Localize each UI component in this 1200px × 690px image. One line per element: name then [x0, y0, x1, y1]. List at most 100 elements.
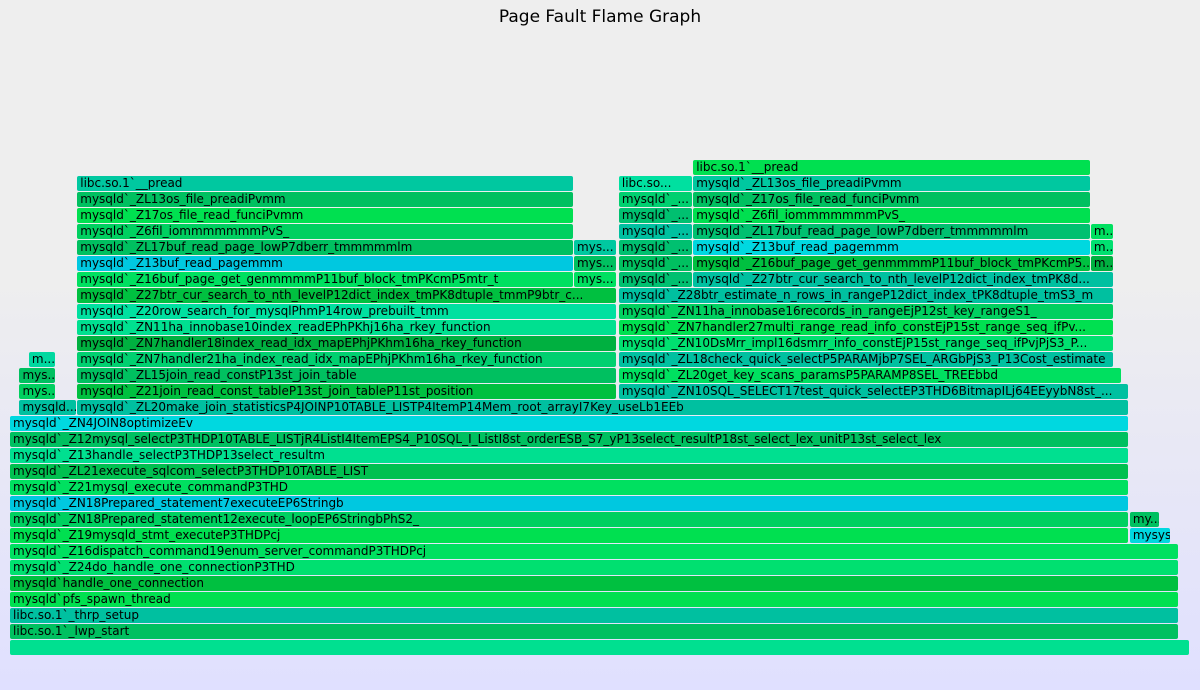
flame-frame[interactable]: mys...: [19, 384, 56, 399]
flame-frame[interactable]: my...: [1129, 512, 1160, 527]
flame-frame[interactable]: mysqld`_Z13buf_read_pagemmm: [77, 256, 574, 271]
flame-frame[interactable]: libc.so.1`_lwp_start: [10, 624, 1179, 639]
flame-frame[interactable]: m...: [1090, 256, 1114, 271]
flame-frame[interactable]: mys...: [19, 368, 56, 383]
flame-frame[interactable]: mysqld`_Z27btr_cur_search_to_nth_levelP1…: [77, 288, 616, 303]
flame-frame[interactable]: mysqld`_Z17os_file_read_funciPvmm: [77, 208, 574, 223]
flame-frame[interactable]: mysqld`_Z24do_handle_one_connectionP3THD: [10, 560, 1179, 575]
flame-frame-label: mysqld`_ZN11ha_innobase16records_in_rang…: [621, 304, 1037, 318]
flame-frame[interactable]: mysqld`_ZL17buf_read_page_lowP7dberr_tmm…: [77, 240, 574, 255]
flame-frame-label: libc.so.1`__pread: [696, 160, 799, 174]
flame-frame[interactable]: mysqld`_ZL17buf_read_page_lowP7dberr_tmm…: [693, 224, 1090, 239]
flame-frame-label: mysqld`_ZL21execute_sqlcom_selectP3THDP1…: [13, 464, 369, 478]
flame-frame-label: mys...: [22, 368, 56, 382]
flame-frame[interactable]: mysqld`_Z16dispatch_command19enum_server…: [10, 544, 1179, 559]
flame-frame[interactable]: mys...: [574, 272, 616, 287]
flame-frame-label: mys...: [577, 240, 614, 254]
flame-frame[interactable]: mysqld`_...: [618, 240, 693, 255]
chart-title: Page Fault Flame Graph: [498, 7, 702, 27]
flame-frame[interactable]: mysqld`_ZN7handler21ha_index_read_idx_ma…: [77, 352, 616, 367]
flame-frame-label: mysqld`_Z27btr_cur_search_to_nth_levelP1…: [80, 288, 584, 302]
flame-frame[interactable]: mysqld`_ZN11ha_innobase10index_readEPhPK…: [77, 320, 616, 335]
flame-frame[interactable]: m...: [1090, 240, 1114, 255]
flame-frame[interactable]: mysqld`_...: [618, 256, 693, 271]
flame-frame[interactable]: mysqld`_ZN7handler27multi_range_read_inf…: [618, 320, 1114, 335]
flame-frame[interactable]: m...: [28, 352, 55, 367]
flame-frame-label: mysqld`_...: [621, 256, 689, 270]
flame-frame[interactable]: mysqld`_ZN18Prepared_statement7executeEP…: [10, 496, 1128, 511]
flame-frame[interactable]: mysqld`_Z20row_search_for_mysqlPhmP14row…: [77, 304, 616, 319]
flame-frame[interactable]: mysqld`_...: [618, 192, 693, 207]
flame-frame[interactable]: mysqld`_Z16buf_page_get_genmmmmP11buf_bl…: [77, 272, 574, 287]
flame-frame[interactable]: mysqld`handle_one_connection: [10, 576, 1179, 591]
flame-frame[interactable]: mysqld`_Z21mysql_execute_commandP3THD: [10, 480, 1128, 495]
flame-frame[interactable]: mys...: [574, 240, 616, 255]
flame-frame[interactable]: [10, 640, 1189, 655]
flame-frame-label: libc.so...: [621, 176, 672, 190]
flame-frame-label: mysqld`_ZN4JOIN8optimizeEv: [13, 416, 193, 430]
flame-frame[interactable]: mysqld`_ZN10SQL_SELECT17test_quick_selec…: [618, 384, 1128, 399]
flame-frame-label: mysqld`_ZN11ha_innobase10index_readEPhPK…: [80, 320, 491, 334]
flame-frame-label: mysqld`_Z17os_file_read_funciPvmm: [696, 192, 920, 206]
flame-frame[interactable]: mysqld`_ZL13os_file_preadiPvmm: [77, 192, 574, 207]
flame-frame[interactable]: mysqld`_ZN11ha_innobase16records_in_rang…: [618, 304, 1114, 319]
flame-frame-label: mysys...: [1132, 528, 1171, 542]
flame-frame-label: my...: [1132, 512, 1160, 526]
flame-frame[interactable]: mysqld`_Z6fil_iommmmmmmPvS_: [693, 208, 1090, 223]
flame-frame-label: m...: [31, 352, 55, 366]
flame-frame-label: mysqld`_ZL20get_key_scans_paramsP5PARAMP…: [621, 368, 999, 382]
flame-frame[interactable]: mysqld`_ZL20make_join_statisticsP4JOINP1…: [77, 400, 1128, 415]
flame-frame[interactable]: mysqld`_Z17os_file_read_funciPvmm: [693, 192, 1090, 207]
flame-frame[interactable]: mysqld`_Z21join_read_const_tableP13st_jo…: [77, 384, 616, 399]
flame-frame-label: mysqld`_...: [621, 208, 689, 222]
flame-frame[interactable]: mysqld`_Z27btr_cur_search_to_nth_levelP1…: [693, 272, 1114, 287]
flame-frame[interactable]: mysqld`_ZN7handler18index_read_idx_mapEP…: [77, 336, 616, 351]
flame-frame-label: mysqld`_Z16buf_page_get_genmmmmP11buf_bl…: [80, 272, 499, 286]
flame-frame-label: mys...: [577, 256, 614, 270]
flame-frame[interactable]: mysqld`_...: [618, 272, 693, 287]
flame-frame[interactable]: mysqld`_...: [618, 208, 693, 223]
flame-frame[interactable]: mysqld`_...: [618, 224, 693, 239]
flame-frame[interactable]: mysqld`_ZN4JOIN8optimizeEv: [10, 416, 1128, 431]
flame-frame[interactable]: mysys...: [1129, 528, 1171, 543]
flame-frame-label: mysqld`_Z21mysql_execute_commandP3THD: [13, 480, 289, 494]
flame-frame[interactable]: mysqld`_Z28btr_estimate_n_rows_in_rangeP…: [618, 288, 1114, 303]
flame-frame[interactable]: mysqld`_Z19mysqld_stmt_executeP3THDPcj: [10, 528, 1128, 543]
flame-frame[interactable]: m...: [1090, 224, 1114, 239]
flame-frame[interactable]: mysqld`pfs_spawn_thread: [10, 592, 1179, 607]
flame-frame-label: mysqld`_Z24do_handle_one_connectionP3THD: [13, 560, 295, 574]
flame-frame[interactable]: mysqld`_Z13handle_selectP3THDP13select_r…: [10, 448, 1128, 463]
flame-frame-label: mysqld`_Z19mysqld_stmt_executeP3THDPcj: [13, 528, 281, 542]
flame-frame[interactable]: mysqld`_Z16buf_page_get_genmmmmP11buf_bl…: [693, 256, 1090, 271]
flame-frame[interactable]: mysqld`_Z12mysql_selectP3THDP10TABLE_LIS…: [10, 432, 1128, 447]
flame-frame[interactable]: mysqld`_ZL15join_read_constP13st_join_ta…: [77, 368, 616, 383]
flame-frame-label: mysqld`handle_one_connection: [13, 576, 204, 590]
flame-frame-label: m...: [1093, 224, 1114, 238]
flame-frame-label: libc.so.1`_lwp_start: [13, 624, 130, 638]
flame-frame[interactable]: mysqld`_Z6fil_iommmmmmmPvS_: [77, 224, 574, 239]
flame-frame-label: mysqld`_ZN18Prepared_statement12execute_…: [13, 512, 420, 526]
flame-frame[interactable]: mysqld`_ZN18Prepared_statement12execute_…: [10, 512, 1128, 527]
flame-frame[interactable]: mysqld`_ZL13os_file_preadiPvmm: [693, 176, 1090, 191]
flame-frame-label: mysqld`_Z20row_search_for_mysqlPhmP14row…: [80, 304, 449, 318]
flame-frame-label: mysqld`_Z21join_read_const_tableP13st_jo…: [80, 384, 474, 398]
flame-frame[interactable]: libc.so.1`_thrp_setup: [10, 608, 1179, 623]
flame-frame-label: mysqld`_...: [621, 240, 689, 254]
flame-frame-label: mysqld`_ZL20make_join_statisticsP4JOINP1…: [80, 400, 684, 414]
flame-frame-label: mysqld`_Z13buf_read_pagemmm: [80, 256, 283, 270]
flame-frame-label: mysqld`_Z12mysql_selectP3THDP10TABLE_LIS…: [13, 432, 942, 446]
flame-frame[interactable]: mys...: [574, 256, 616, 271]
flame-frame[interactable]: mysqld`_Z13buf_read_pagemmm: [693, 240, 1090, 255]
flame-frame[interactable]: mysqld`_ZL20get_key_scans_paramsP5PARAMP…: [618, 368, 1121, 383]
flame-frame[interactable]: mysqld`_ZL21execute_sqlcom_selectP3THDP1…: [10, 464, 1128, 479]
flame-frame[interactable]: mysqld`_ZL18check_quick_selectP5PARAMjbP…: [618, 352, 1114, 367]
flame-frame[interactable]: mysqld...: [19, 400, 77, 415]
flame-frame[interactable]: mysqld`_ZN10DsMrr_impl16dsmrr_info_const…: [618, 336, 1114, 351]
flame-frame[interactable]: libc.so.1`__pread: [77, 176, 574, 191]
flame-frame[interactable]: libc.so...: [618, 176, 693, 191]
flame-frame-label: mysqld`_...: [621, 192, 689, 206]
flame-frame-label: mysqld`_ZN18Prepared_statement7executeEP…: [13, 496, 344, 510]
flame-frame-label: mysqld...: [22, 400, 77, 414]
flame-frame-label: mysqld`_ZN7handler18index_read_idx_mapEP…: [80, 336, 522, 350]
flame-frame[interactable]: libc.so.1`__pread: [693, 160, 1090, 175]
